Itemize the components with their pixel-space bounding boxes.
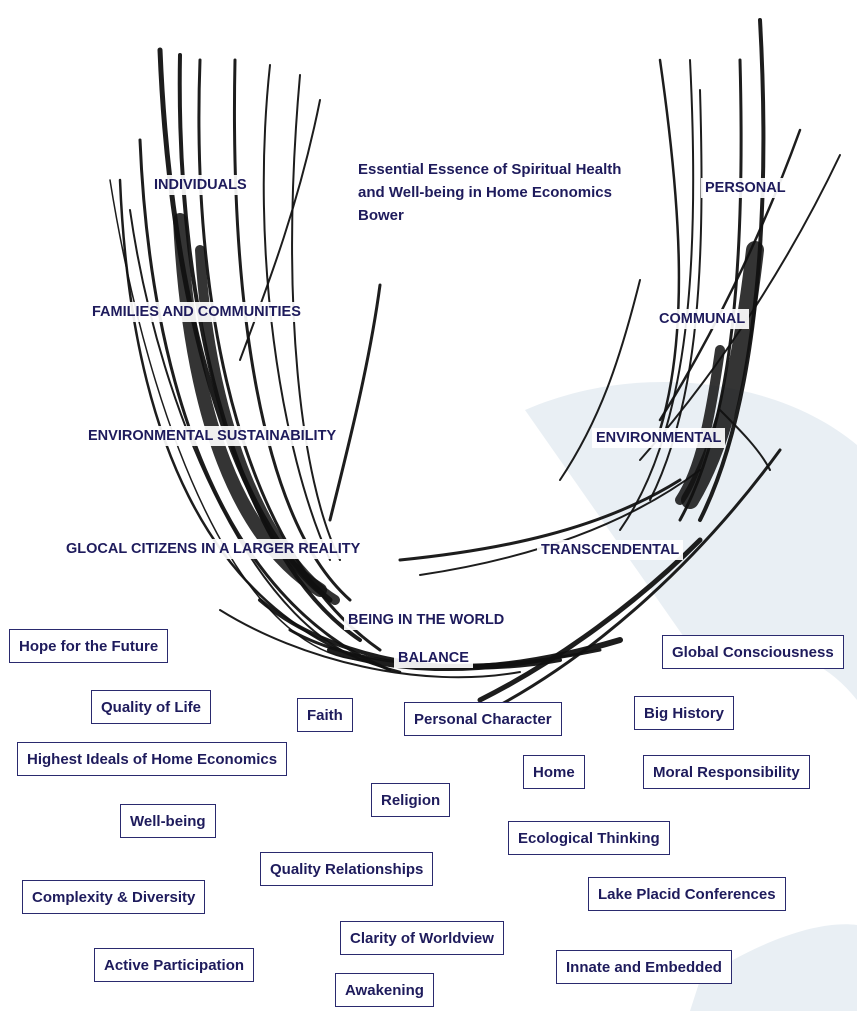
box-moral-responsibility: Moral Responsibility <box>643 755 810 789</box>
box-clarity-of-worldview: Clarity of Worldview <box>340 921 504 955</box>
box-highest-ideals: Highest Ideals of Home Economics <box>17 742 287 776</box>
box-hope-for-the-future: Hope for the Future <box>9 629 168 663</box>
box-complexity-diversity: Complexity & Diversity <box>22 880 205 914</box>
right-label-personal: PERSONAL <box>701 178 790 198</box>
box-religion: Religion <box>371 783 450 817</box>
brushstroke-26 <box>660 60 679 430</box>
box-home: Home <box>523 755 585 789</box>
box-lake-placid-conferences: Lake Placid Conferences <box>588 877 786 911</box>
brushstroke-13 <box>330 285 380 520</box>
box-quality-of-life: Quality of Life <box>91 690 211 724</box>
box-active-participation: Active Participation <box>94 948 254 982</box>
box-global-consciousness: Global Consciousness <box>662 635 844 669</box>
box-personal-character: Personal Character <box>404 702 562 736</box>
box-big-history: Big History <box>634 696 734 730</box>
left-label-environmental-sustainability: ENVIRONMENTAL SUSTAINABILITY <box>84 426 340 446</box>
box-ecological-thinking: Ecological Thinking <box>508 821 670 855</box>
right-label-communal: COMMUNAL <box>655 309 749 329</box>
box-innate-and-embedded: Innate and Embedded <box>556 950 732 984</box>
label-being-in-the-world: BEING IN THE WORLD <box>344 610 508 630</box>
left-label-families-communities: FAMILIES AND COMMUNITIES <box>88 302 305 322</box>
box-awakening: Awakening <box>335 973 434 1007</box>
right-label-transcendental: TRANSCENDENTAL <box>537 540 683 560</box>
right-label-environmental: ENVIRONMENTAL <box>592 428 725 448</box>
box-faith: Faith <box>297 698 353 732</box>
left-label-glocal-citizens: GLOCAL CITIZENS IN A LARGER REALITY <box>62 539 364 559</box>
diagram-title: Essential Essence of Spiritual Health an… <box>358 158 628 227</box>
left-label-individuals: INDIVIDUALS <box>150 175 251 195</box>
box-quality-relationships: Quality Relationships <box>260 852 433 886</box>
box-well-being: Well-being <box>120 804 216 838</box>
label-balance: BALANCE <box>394 648 473 668</box>
